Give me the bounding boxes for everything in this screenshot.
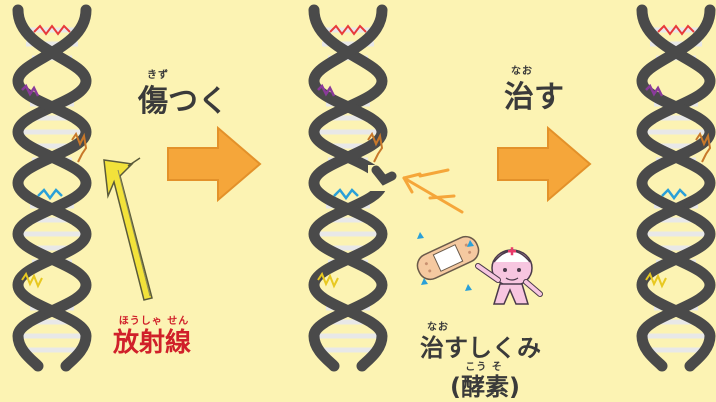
arrow-right-icon [498, 128, 590, 200]
repair-arrow-icon [404, 170, 462, 212]
nurse-character-icon [478, 247, 540, 304]
radiation-beam-icon [104, 158, 152, 300]
dna-helix-repaired-icon [642, 10, 710, 366]
damage-label: 傷つく [138, 76, 248, 120]
dna-helix-icon [18, 10, 86, 366]
arrow-right-icon [168, 128, 260, 200]
radiation-label: 放射線 [104, 322, 200, 359]
repair-label: 治す [504, 72, 594, 116]
dna-helix-broken-icon [314, 10, 394, 366]
bandage-icon [414, 233, 483, 284]
enzyme-label: (酵素) [440, 367, 530, 402]
